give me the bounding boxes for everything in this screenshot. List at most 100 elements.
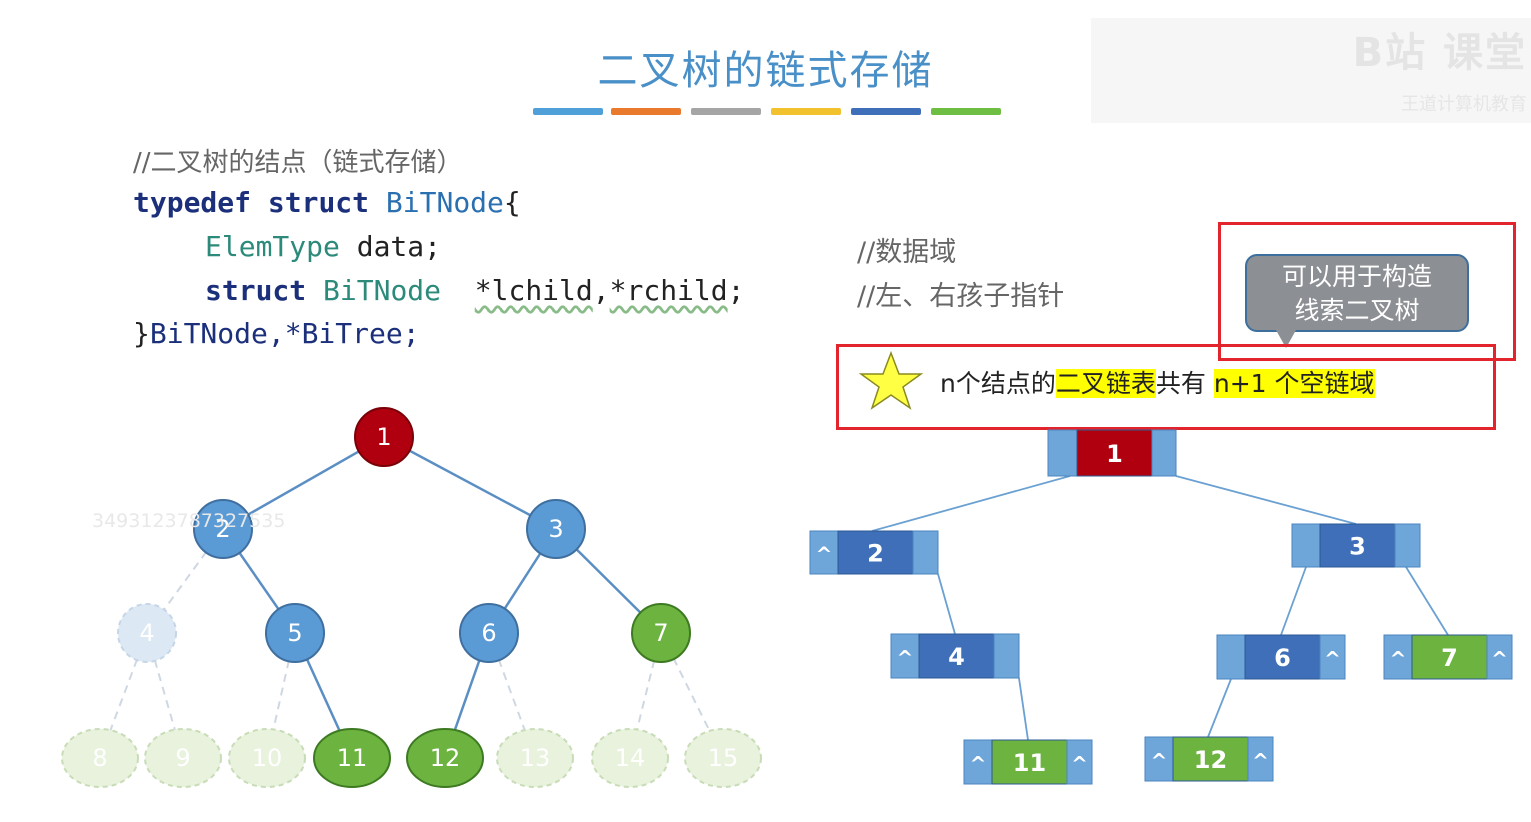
null-pointer-left: ^: [897, 646, 914, 670]
fact-mid: 共有: [1155, 369, 1206, 398]
tree-node-shape: [591, 728, 669, 788]
lchild-field: [1144, 736, 1174, 782]
tree-node-shape: [406, 728, 484, 788]
typedef-names: BiTNode,*BiTree;: [149, 317, 420, 350]
rchild-field: [1394, 523, 1421, 568]
tree-node-4: 4: [117, 603, 177, 663]
list-node-label: 11: [1013, 749, 1046, 777]
tree-node-label: 14: [615, 744, 646, 772]
data-comment: //数据域: [857, 237, 957, 268]
tree-node-8: 8: [61, 728, 139, 788]
tree-node-7: 7: [631, 603, 691, 663]
tree-node-3: 3: [526, 499, 586, 559]
null-pointer-left: ^: [1151, 749, 1168, 773]
tree-node-shape: [496, 728, 574, 788]
pointer-edge: [1207, 678, 1232, 738]
list-node-label: 6: [1274, 644, 1291, 672]
tree-node-label: 8: [92, 744, 107, 772]
code-line-4: }BiTNode,*BiTree;: [133, 317, 420, 350]
tree-node-9: 9: [144, 728, 222, 788]
tree-node-15: 15: [684, 728, 762, 788]
list-node-3: 3: [1291, 523, 1421, 568]
child-comment: //左、右孩子指针: [857, 281, 1065, 312]
tree-node-shape: [684, 728, 762, 788]
code-comment: //二叉树的结点（链式存储）: [133, 148, 463, 178]
tree-node-13: 13: [496, 728, 574, 788]
list-node-7: 7^^: [1383, 634, 1513, 680]
list-node-label: 1: [1106, 440, 1123, 468]
tree-edge: [222, 435, 385, 531]
keyword-struct-2: struct: [205, 274, 307, 307]
lchild-field: [1383, 634, 1413, 680]
list-node-label: 3: [1349, 533, 1366, 561]
list-node-12: 12^^: [1144, 736, 1274, 782]
list-node-1: 1: [1047, 429, 1177, 477]
keyword-struct: struct: [267, 186, 370, 219]
tree-node-label: 12: [430, 744, 461, 772]
comma: ,: [592, 274, 610, 307]
tree-node-shape: [354, 407, 414, 467]
linked-list-diagram: 12^34^6^7^^11^^12^^: [809, 429, 1513, 785]
pointer-edge: [1280, 566, 1307, 636]
tree-node-10: 10: [228, 728, 306, 788]
lchild-ptr: *lchild: [474, 274, 593, 307]
lchild-field: [1047, 429, 1078, 477]
fact-statement: n个结点的二叉链表共有 n+1 个空链域: [940, 364, 1375, 400]
tree-node-shape: [459, 603, 519, 663]
rchild-field: [1319, 634, 1346, 680]
tree-node-shape: [117, 603, 177, 663]
pointer-edge: [1175, 475, 1357, 525]
callout-line-2: 线索二叉树: [1294, 296, 1420, 325]
list-node-label: 2: [867, 540, 884, 568]
fact-frame: [836, 344, 1496, 430]
list-node-4: 4^: [890, 633, 1020, 679]
tree-node-label: 5: [287, 619, 302, 647]
title-bar-5: [851, 108, 921, 115]
tree-node-shape: [193, 499, 253, 559]
callout-tail: [1276, 330, 1296, 348]
tree-node-5: 5: [265, 603, 325, 663]
lchild-field: [1291, 523, 1321, 568]
fact-highlight-list: 二叉链表: [1055, 369, 1156, 398]
data-field: [1411, 634, 1488, 680]
null-pointer-left: ^: [816, 543, 833, 567]
tree-node-14: 14: [591, 728, 669, 788]
watermark-panel: [1091, 18, 1531, 123]
callout-line-1: 可以用于构造: [1281, 262, 1432, 291]
lchild-field: [890, 633, 920, 679]
code-line-1: typedef struct BiTNode{: [133, 186, 521, 219]
list-node-label: 12: [1194, 746, 1227, 774]
data-field: [1244, 634, 1321, 680]
callout-frame: [1218, 222, 1516, 361]
tree-node-label: 2: [215, 515, 230, 543]
code-line-2: ElemType data;: [205, 230, 441, 263]
field-data: data;: [339, 230, 442, 263]
tree-node-shape: [144, 728, 222, 788]
title-bar-1: [533, 108, 603, 115]
tree-node-shape: [228, 728, 306, 788]
watermark-id: 3493123787327535: [92, 510, 285, 532]
tree-node-11: 11: [313, 728, 391, 788]
tree-node-label: 15: [708, 744, 739, 772]
data-field: [1319, 523, 1396, 568]
tree-node-12: 12: [406, 728, 484, 788]
fact-highlight-count: n+1 个空链域: [1213, 369, 1375, 398]
rchild-ptr: *rchild: [609, 274, 728, 307]
rchild-field: [1247, 736, 1274, 782]
tree-node-label: 13: [520, 744, 551, 772]
rchild-field: [1151, 429, 1177, 477]
pointer-edge: [1405, 566, 1449, 636]
tree-node-shape: [631, 603, 691, 663]
close-brace: }: [133, 317, 150, 350]
data-field: [991, 739, 1068, 785]
page-title: 二叉树的链式存储: [597, 48, 934, 94]
pointer-edge: [937, 573, 956, 635]
semicolon: ;: [727, 274, 745, 307]
tree-node-shape: [313, 728, 391, 788]
pointer-edge: [871, 475, 1071, 532]
list-node-label: 4: [948, 643, 965, 671]
struct-name: BiTNode: [385, 186, 504, 219]
bitnode-type: BiTNode: [323, 274, 442, 307]
lchild-field: [1216, 634, 1246, 680]
tree-node-1: 1: [354, 407, 414, 467]
